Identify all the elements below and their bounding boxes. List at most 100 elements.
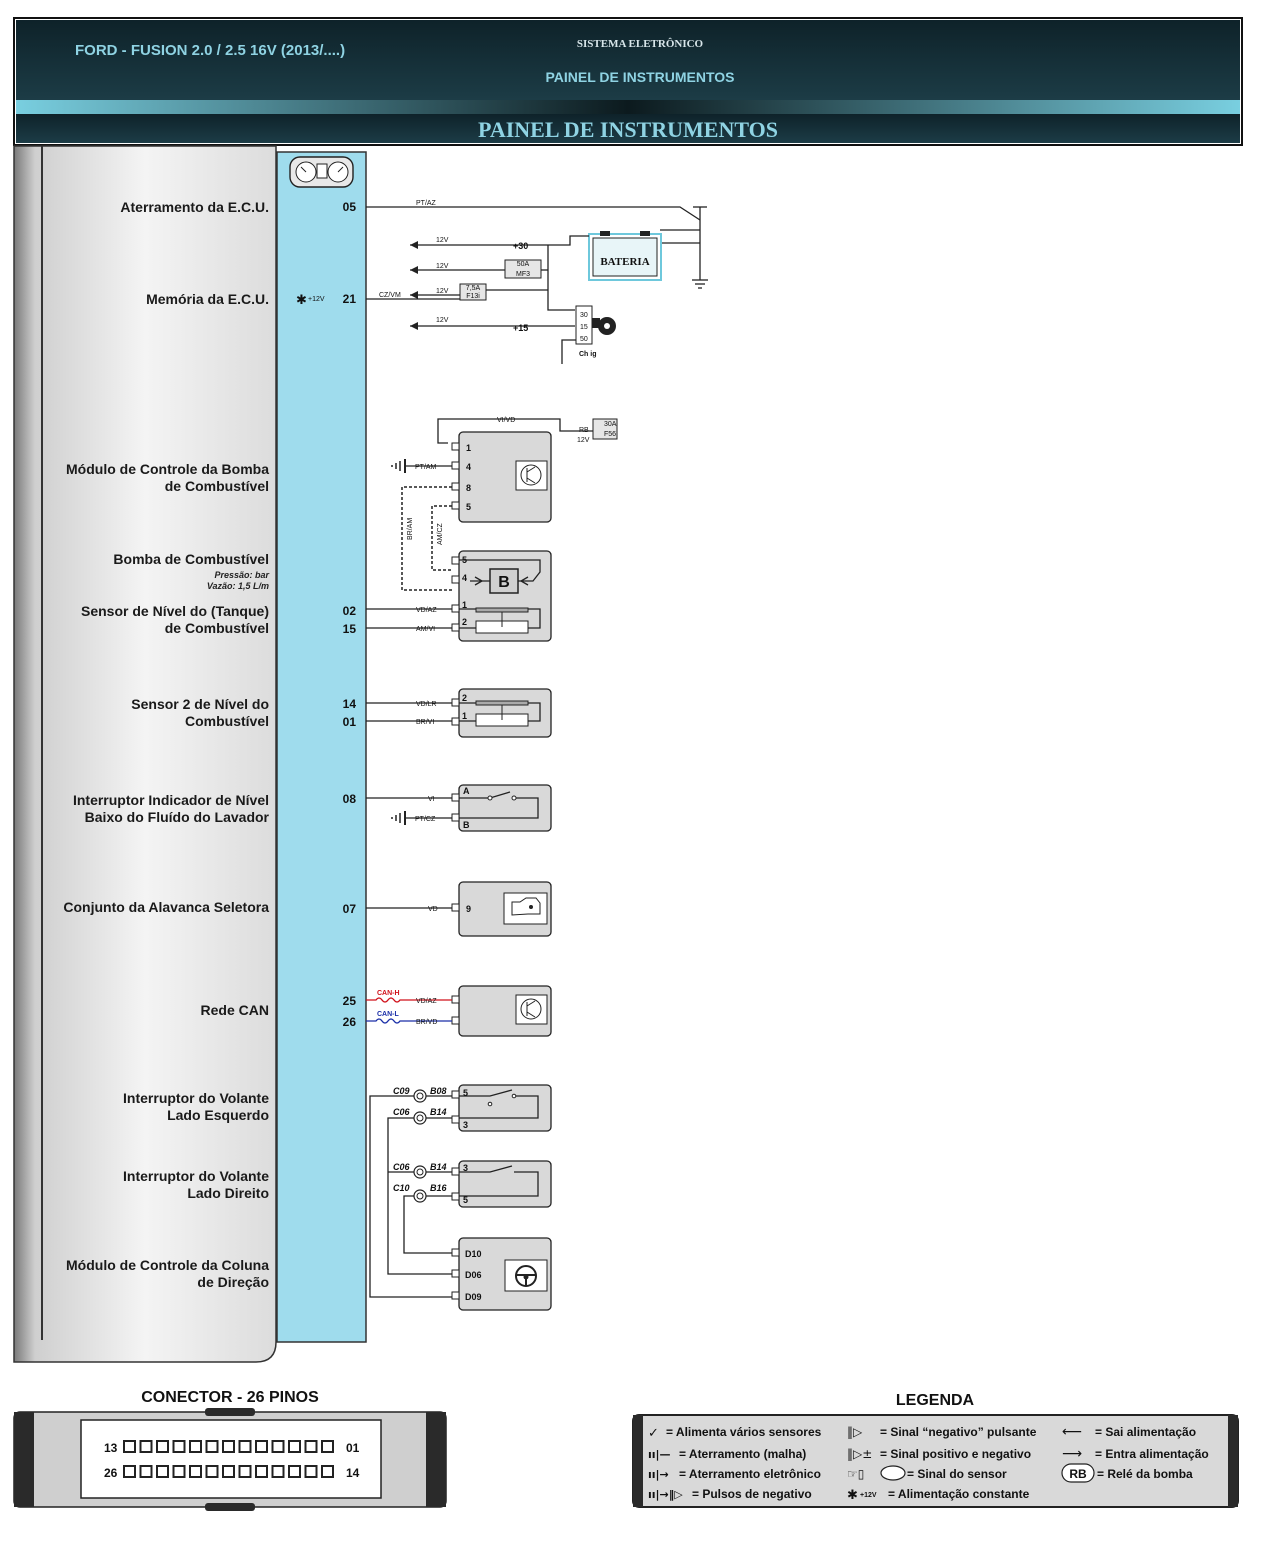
steering-wheel-icon xyxy=(504,1259,548,1292)
fuel-pump: 5 4 1 2 B VD/AZ AM/VI xyxy=(366,550,552,642)
power-section: PT/AZ CZ/VM BATERIA +30 12V 50A MF3 12V xyxy=(366,200,708,364)
m5: 5 xyxy=(466,502,471,512)
connector-pin xyxy=(255,1465,268,1478)
component-labels: Aterramento da E.C.U. Memória da E.C.U. … xyxy=(63,199,269,1290)
legend-item-1: = Alimenta vários sensores xyxy=(666,1425,822,1439)
pin-21: 21 xyxy=(343,292,357,306)
transistor-icon-2 xyxy=(515,994,548,1025)
row2-end: 14 xyxy=(346,1466,360,1480)
connector-pin xyxy=(205,1440,219,1453)
b16: B16 xyxy=(430,1183,448,1193)
connector-pin xyxy=(271,1465,285,1478)
legend-item-11: = Alimentação constante xyxy=(888,1487,1030,1501)
pin-b: B xyxy=(463,820,470,830)
pin-9: 9 xyxy=(466,904,471,914)
connector-pin xyxy=(189,1465,202,1478)
fuse-f13: F13i xyxy=(466,293,480,300)
pin-a: A xyxy=(463,786,470,796)
label-memory: Memória da E.C.U. xyxy=(146,291,269,307)
connector-title: CONECTOR - 26 PINOS xyxy=(141,1389,319,1406)
connector-pin xyxy=(123,1440,136,1453)
wire-dash2: AM/CZ xyxy=(437,523,444,546)
label-can: Rede CAN xyxy=(201,1002,269,1018)
v12-b: 12V xyxy=(436,263,449,270)
connector-pin xyxy=(139,1440,153,1453)
rb-label: RB xyxy=(579,427,589,434)
c10: C10 xyxy=(393,1183,410,1193)
fuel-level-sensor-2: 2 1 VD/LR BR/VI xyxy=(366,688,552,738)
plus15: +15 xyxy=(513,323,528,333)
fuse-mf3-amp: 50A xyxy=(517,261,530,268)
pin-26: 26 xyxy=(343,1015,357,1029)
ign-30: 30 xyxy=(580,312,588,319)
m1: 1 xyxy=(466,443,471,453)
label-column-1: Módulo de Controle da Coluna xyxy=(66,1257,269,1273)
header-subtitle: PAINEL DE INSTRUMENTOS xyxy=(545,69,734,85)
wire-14: VD/LR xyxy=(416,701,437,708)
legend-item-3: = Sai alimentação xyxy=(1095,1425,1196,1439)
d10: D10 xyxy=(465,1249,482,1259)
connector-pin xyxy=(288,1465,301,1478)
legend-item-5: = Sinal positivo e negativo xyxy=(880,1447,1031,1461)
pin-07: 07 xyxy=(343,902,357,916)
label-sw-right-1: Interruptor do Volante xyxy=(123,1168,269,1184)
pin-14: 14 xyxy=(343,697,357,711)
connector-pin xyxy=(238,1440,252,1453)
connector-pin xyxy=(255,1440,268,1453)
wire-08: VI xyxy=(428,796,435,803)
label-ground: Aterramento da E.C.U. xyxy=(120,199,269,215)
label-level2-1: Sensor 2 de Nível do xyxy=(131,696,269,712)
wire-21: CZ/VM xyxy=(379,292,401,299)
legend-item-6: = Entra alimentação xyxy=(1095,1447,1209,1461)
connector-pin xyxy=(156,1465,169,1478)
ground-symbol-icon xyxy=(692,279,708,289)
connector-pin xyxy=(189,1440,202,1453)
row1-end: 01 xyxy=(346,1441,360,1455)
pin-01: 01 xyxy=(343,715,357,729)
c09: C09 xyxy=(393,1086,410,1096)
ecu-pins: 05 21 02 15 14 01 08 07 25 26 ✱ +12V xyxy=(296,200,356,1029)
pos-neg-icon: ‖▷± xyxy=(847,1447,872,1461)
connector-pin xyxy=(172,1465,186,1478)
battery-icon: BATERIA xyxy=(588,231,662,281)
label-panel xyxy=(13,145,277,1363)
c06: C06 xyxy=(393,1107,411,1117)
fuse-f56: F56 xyxy=(604,431,616,438)
wire-25: VD/AZ xyxy=(416,998,437,1005)
connector-pin xyxy=(172,1440,186,1453)
wire-07: VD xyxy=(428,906,438,913)
neg-pulse-icon: ıı|→‖▷ xyxy=(648,1488,683,1501)
steering-column-module: D10 D06 D09 xyxy=(451,1237,552,1311)
legend-item-2: = Sinal “negativo” pulsante xyxy=(880,1425,1037,1439)
connector-pin xyxy=(321,1440,334,1453)
mesh-ground-icon xyxy=(391,459,406,473)
ecu-bar xyxy=(276,151,367,1343)
connector-pin xyxy=(321,1465,334,1478)
wire-01: BR/VI xyxy=(416,719,434,726)
battery-label: BATERIA xyxy=(600,256,649,268)
wire-dash1: BR/AM xyxy=(407,518,414,540)
check-icon: ✓ xyxy=(648,1426,659,1441)
fuse-f13-icon: 7,5A F13i xyxy=(459,283,487,301)
gear-selector: 9 VD xyxy=(366,881,552,937)
transistor-icon xyxy=(515,460,548,491)
m8: 8 xyxy=(466,483,471,493)
connector-pin xyxy=(139,1465,153,1478)
connector-pin xyxy=(304,1465,318,1478)
swr-5: 5 xyxy=(463,1195,468,1205)
in-arrow-icon: ⟶ xyxy=(1062,1446,1082,1462)
connector-pin xyxy=(238,1465,252,1478)
label-level-2: de Combustível xyxy=(165,620,269,636)
wire-02: VD/AZ xyxy=(416,607,437,614)
wire-top: VI/VD xyxy=(497,417,515,424)
v12-c: 12V xyxy=(436,288,449,295)
d06: D06 xyxy=(465,1270,482,1280)
pin-02: 02 xyxy=(343,604,357,618)
connector-pin xyxy=(288,1440,301,1453)
legend-item-8: = Sinal do sensor xyxy=(907,1467,1007,1481)
ign-label: Ch ig xyxy=(579,351,597,358)
legend: LEGENDA ✓ = Alimenta vários sensores ‖▷ … xyxy=(632,1392,1239,1508)
s2: 2 xyxy=(462,693,467,703)
connector-rings xyxy=(413,1089,427,1203)
b08: B08 xyxy=(430,1086,447,1096)
